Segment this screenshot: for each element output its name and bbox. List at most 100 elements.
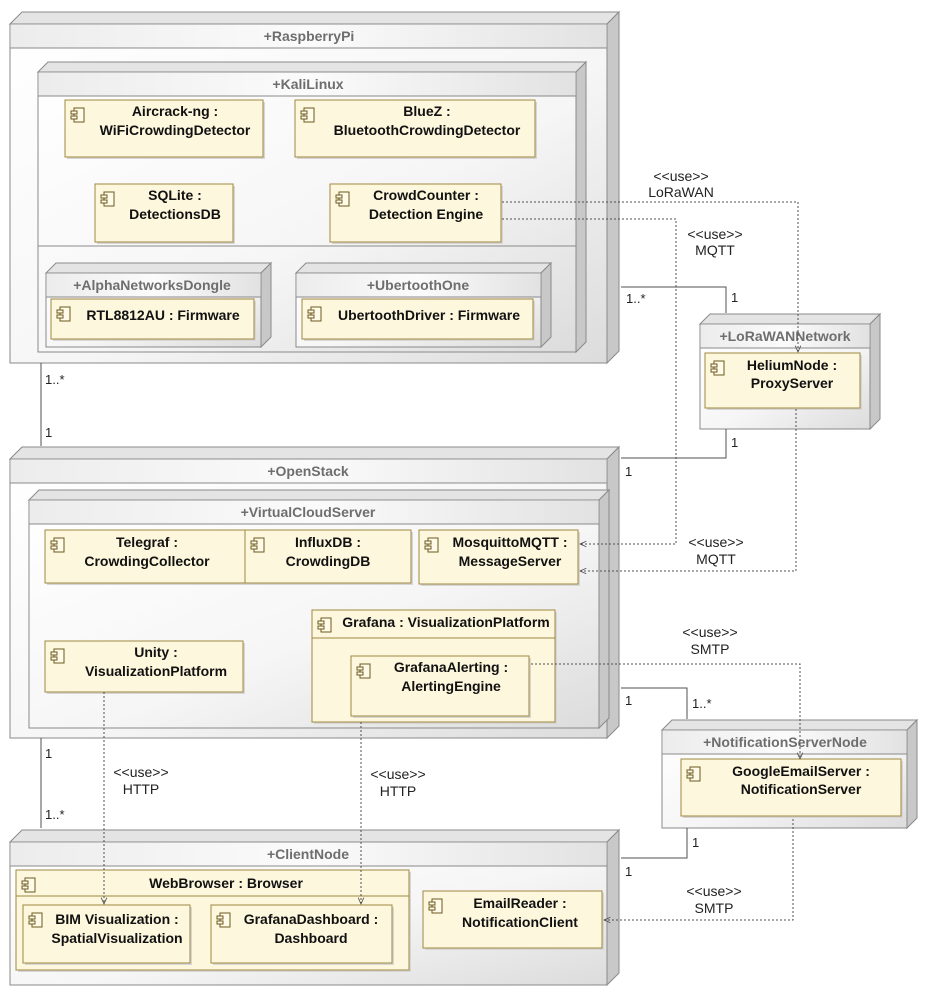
label-use-smtp-1: <<use>> (682, 624, 737, 640)
node-title-clientnode: +ClientNode (267, 846, 349, 862)
component-icon (300, 107, 315, 123)
mult-rpi-lora-lora: 1 (731, 290, 738, 305)
component-icon (21, 877, 36, 893)
comp-telegraf-line2: CrowdingCollector (84, 553, 210, 569)
comp-webbrowser-label: WebBrowser : Browser (149, 875, 303, 891)
comp-grafana-label: Grafana : VisualizationPlatform (342, 614, 549, 630)
component-icon (70, 107, 85, 123)
component-icon (356, 663, 371, 679)
multiplicity-labels: 1..* 1 1..* 1 1 1 1 1..* 1 1..* 1 1 (45, 290, 738, 879)
assoc-lora-openstack (621, 429, 727, 459)
label-use-mqtt-1: <<use>> (687, 226, 742, 242)
node-title-openstack: +OpenStack (267, 463, 349, 479)
comp-helium-line2: ProxyServer (751, 375, 834, 391)
component-icon (317, 617, 332, 633)
comp-influx (244, 529, 413, 585)
assoc-openstack-notif (621, 687, 688, 719)
comp-bim-line2: SpatialVisualization (51, 930, 182, 946)
comp-ubdriver (301, 298, 535, 341)
node-title-alphanetworksdongle: +AlphaNetworksDongle (73, 277, 231, 293)
comp-google-line1: GoogleEmailServer : (732, 763, 870, 779)
comp-grafanaalert-line2: AlertingEngine (401, 678, 501, 694)
node-title-raspberrypi: +RaspberryPi (264, 28, 355, 44)
comp-rtl (50, 298, 256, 341)
component-icon (56, 306, 71, 322)
dep-helium-mosquitto-mqtt (580, 409, 797, 571)
mult-os-client-os: 1 (45, 746, 52, 761)
mult-lora-os-os: 1 (625, 464, 632, 479)
comp-sqlite-line2: DetectionsDB (129, 206, 221, 222)
mult-os-client-client: 1..* (45, 807, 65, 822)
comp-bluez-line2: BluetoothCrowdingDetector (334, 122, 521, 138)
mult-lora-os-lora: 1 (731, 435, 738, 450)
comp-bim-line1: BIM Visualization : (55, 911, 178, 927)
associations (40, 286, 727, 859)
comp-crowdcounter (329, 183, 503, 244)
label-mqtt-2: MQTT (696, 551, 736, 567)
label-use-smtp-2: <<use>> (686, 883, 741, 899)
label-lorawan: LoRaWAN (648, 184, 714, 200)
comp-sqlite (94, 183, 235, 244)
comp-helium (704, 352, 862, 410)
comp-google (680, 758, 903, 818)
node-title-ubertoothone: +UbertoothOne (367, 277, 469, 293)
comp-grafanadash-line1: GrafanaDashboard : (244, 911, 379, 927)
mult-notif-client-client: 1 (625, 864, 632, 879)
comp-rtl-label: RTL8812AU : Firmware (86, 307, 239, 323)
comp-emailreader-line1: EmailReader : (473, 895, 566, 911)
component-icon (335, 191, 350, 207)
comp-google-line2: NotificationServer (741, 781, 862, 797)
component-icon (28, 912, 43, 928)
comp-emailreader-line2: NotificationClient (462, 914, 578, 930)
component-icon (250, 537, 265, 553)
comp-grafanadash-line2: Dashboard (274, 930, 347, 946)
comp-crowdcounter-line2: Detection Engine (369, 206, 484, 222)
label-use-http-1: <<use>> (113, 764, 168, 780)
dependency-labels: <<use>> LoRaWAN <<use>> MQTT <<use>> MQT… (113, 168, 743, 916)
comp-mosquitto-line1: MosquittoMQTT : (452, 534, 567, 550)
dep-google-emailreader-smtp (604, 819, 794, 920)
comp-unity-line1: Unity : (134, 644, 178, 660)
component-icon (50, 648, 65, 664)
comp-unity (44, 640, 245, 694)
assoc-rpi-lora (621, 286, 727, 313)
component-icon (686, 766, 701, 782)
label-use-http-2: <<use>> (370, 766, 425, 782)
mult-rpi-lora-rpi: 1..* (626, 291, 646, 306)
node-titles: +RaspberryPi +KaliLinux +AlphaNetworksDo… (73, 28, 867, 862)
label-smtp-2: SMTP (695, 900, 734, 916)
comp-crowdcounter-line1: CrowdCounter : (373, 187, 479, 203)
comp-grafanaalert (350, 655, 531, 718)
dep-grafanaalert-google-smtp (531, 663, 800, 759)
comp-aircrack-line2: WiFiCrowdingDetector (100, 122, 251, 138)
mult-os-notif-os: 1 (625, 693, 632, 708)
comp-mosquitto (418, 529, 580, 586)
comp-grafanaalert-line1: GrafanaAlerting : (394, 659, 508, 675)
comp-aircrack-line1: Aircrack-ng : (132, 103, 218, 119)
label-smtp-1: SMTP (691, 641, 730, 657)
comp-ubdriver-label: UbertoothDriver : Firmware (338, 307, 520, 323)
comp-emailreader (422, 890, 604, 950)
label-http-2: HTTP (380, 783, 417, 799)
comp-grafanadash (210, 904, 394, 965)
node-title-kalilinux: +KaliLinux (272, 76, 343, 92)
component-icon (428, 898, 443, 914)
node-title-virtualcloudserver: +VirtualCloudServer (241, 504, 376, 520)
comp-bluez-line1: BlueZ : (403, 103, 450, 119)
component-icon (424, 537, 439, 553)
dep-crowdcounter-helium-lorawan (502, 201, 798, 352)
comp-sqlite-line1: SQLite : (148, 187, 202, 203)
comp-influx-line1: InfluxDB : (295, 534, 361, 550)
comp-mosquitto-line2: MessageServer (459, 553, 562, 569)
mult-rpi-os-os: 1 (45, 425, 52, 440)
comp-unity-line2: VisualizationPlatform (85, 663, 227, 679)
comp-telegraf-line1: Telegraf : (116, 534, 178, 550)
component-icon (216, 912, 231, 928)
label-use-lorawan: <<use>> (653, 168, 708, 184)
comp-bim (22, 904, 192, 965)
comp-aircrack (64, 99, 265, 159)
component-labels: Aircrack-ng : WiFiCrowdingDetector BlueZ… (51, 103, 869, 946)
comp-influx-line2: CrowdingDB (286, 553, 371, 569)
dependencies (104, 201, 800, 920)
